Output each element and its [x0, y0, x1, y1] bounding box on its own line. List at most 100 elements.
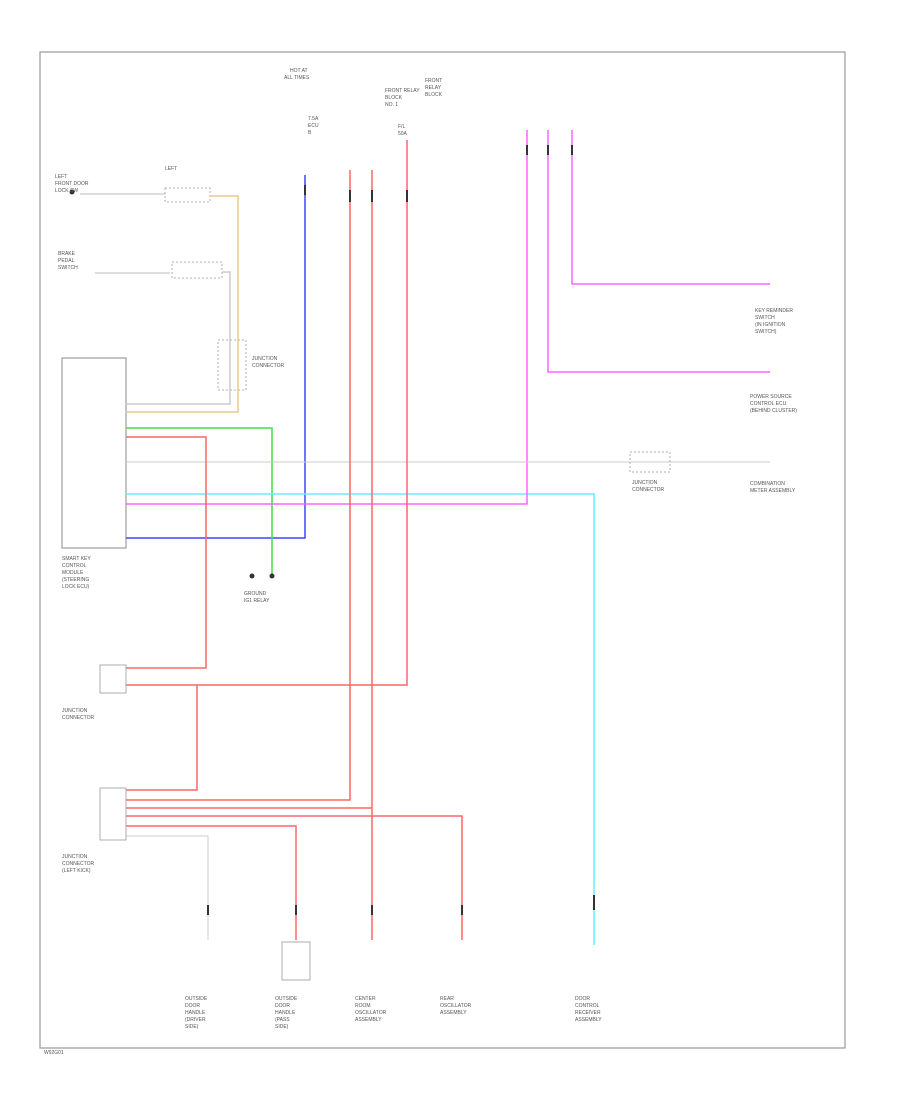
- ground-label-line-2: IG1 RELAY: [244, 598, 270, 604]
- wire-red-junction-link: [126, 685, 198, 791]
- junction-upper-label-line-1: JUNCTION: [252, 356, 278, 362]
- connector-ticks: [207, 145, 595, 915]
- wire-red-1: [126, 170, 351, 801]
- ground-point-1: [249, 573, 255, 579]
- bottom-3-line-1: CENTER: [355, 996, 376, 1002]
- bottom-2-line-2: DOOR: [275, 1003, 290, 1009]
- right-label-1-line-3: (IN IGNITION: [755, 322, 786, 328]
- bottom-5-line-4: ASSEMBLY: [575, 1017, 602, 1023]
- module-label-line-2: CONTROL: [62, 563, 87, 569]
- switch-2-connector: [171, 261, 223, 279]
- wires: [126, 130, 770, 945]
- wire-gray-bottom: [126, 835, 209, 940]
- junction-connector-1: [99, 664, 127, 694]
- right-label-3-line-2: METER ASSEMBLY: [750, 488, 796, 494]
- bottom-4-line-1: REAR: [440, 996, 454, 1002]
- fuse-label-fl-line-1: F/L: [398, 124, 405, 130]
- bottom-1-line-2: DOOR: [185, 1003, 200, 1009]
- switch-1-connector-title: LEFT: [165, 166, 177, 172]
- relay-label-1-line-1: FRONT RELAY: [385, 88, 420, 94]
- wire-red-f-l: [126, 140, 408, 686]
- mid-connector: [629, 451, 671, 473]
- relay-label-2-line-1: FRONT: [425, 78, 442, 84]
- switch-1-label-line-3: LOCK SW: [55, 188, 78, 194]
- top-fuse-labels: 7.5A ECU B FRONT RELAY BLOCK NO. 1 F/L 5…: [308, 78, 443, 137]
- junction-2-label-line-3: (LEFT KICK): [62, 868, 91, 874]
- right-component-labels: KEY REMINDER SWITCH (IN IGNITION SWITCH)…: [750, 308, 797, 494]
- junction-1-label-line-1: JUNCTION: [62, 708, 88, 714]
- bottom-2-line-4: (PASS: [275, 1017, 290, 1023]
- junction-upper-label-line-2: CONNECTOR: [252, 363, 285, 369]
- smart-key-module: [61, 357, 127, 549]
- wire-blue: [126, 175, 306, 539]
- bottom-3-line-2: ROOM: [355, 1003, 371, 1009]
- power-title-line-2: ALL TIMES: [284, 75, 310, 81]
- fuse-label-fl-line-2: 50A: [398, 131, 408, 137]
- switch-2-label-line-2: PEDAL: [58, 258, 75, 264]
- wire-gray-1: [126, 271, 231, 405]
- bottom-5-line-2: CONTROL: [575, 1003, 600, 1009]
- bottom-4-line-2: OSCILLATOR: [440, 1003, 472, 1009]
- module-label-line-5: LOCK ECU): [62, 584, 90, 590]
- bottom-2-line-3: HANDLE: [275, 1010, 296, 1016]
- left-switches: LEFT FRONT DOOR LOCK SW LEFT BRAKE PEDAL…: [55, 166, 223, 279]
- fuse-label-ecu-b-line-1: 7.5A: [308, 116, 319, 122]
- bottom-3-line-3: OSCILLATOR: [355, 1010, 387, 1016]
- switch-1-label-line-2: FRONT DOOR: [55, 181, 89, 187]
- switch-1-label-line-1: LEFT: [55, 174, 67, 180]
- right-label-3-line-1: COMBINATION: [750, 481, 785, 487]
- footer-code: W92G01: [44, 1050, 64, 1056]
- module-label-line-1: SMART KEY: [62, 556, 91, 562]
- switch-2-label-line-3: SWITCH: [58, 265, 78, 271]
- right-label-2-line-1: POWER SOURCE: [750, 394, 792, 400]
- junction-2-label-line-2: CONNECTOR: [62, 861, 95, 867]
- wire-cyan: [126, 493, 595, 945]
- wire-red-4: [126, 815, 463, 940]
- relay-label-2-line-2: RELAY: [425, 85, 442, 91]
- wire-pink-2: [547, 130, 770, 373]
- bottom-component-labels: OUTSIDE DOOR HANDLE (DRIVER SIDE) OUTSID…: [185, 941, 602, 1030]
- wire-tan: [126, 195, 239, 413]
- bottom-3-line-4: ASSEMBLY: [355, 1017, 382, 1023]
- ground-label-line-1: GROUND: [244, 591, 267, 597]
- bottom-component-box-2: [281, 941, 311, 981]
- module-label-line-3: MODULE: [62, 570, 84, 576]
- bottom-1-line-5: SIDE): [185, 1024, 199, 1030]
- wire-pink-main: [126, 130, 528, 505]
- relay-label-1-line-2: BLOCK: [385, 95, 403, 101]
- junction-2-label-line-1: JUNCTION: [62, 854, 88, 860]
- ground-point-2: [269, 573, 275, 579]
- wire-red-module: [126, 436, 207, 669]
- junction-connector-2: [99, 787, 127, 841]
- relay-label-2-line-3: BLOCK: [425, 92, 443, 98]
- junction-connector-upper: [217, 339, 247, 391]
- mid-connector-label-line-1: JUNCTION: [632, 480, 658, 486]
- right-label-1-line-4: SWITCH): [755, 329, 777, 335]
- bottom-5-line-3: RECEIVER: [575, 1010, 601, 1016]
- bottom-2-line-5: SIDE): [275, 1024, 289, 1030]
- junction-1-label-line-2: CONNECTOR: [62, 715, 95, 721]
- fuse-label-ecu-b-line-3: B: [308, 130, 312, 136]
- wire-pink-3: [571, 130, 770, 285]
- diagram-frame: [39, 51, 846, 1049]
- bottom-1-line-1: OUTSIDE: [185, 996, 208, 1002]
- ground-symbol-icon: [69, 189, 75, 195]
- module-label-line-4: (STEERING: [62, 577, 89, 583]
- fuse-label-ecu-b-line-2: ECU: [308, 123, 319, 129]
- relay-label-1-line-3: NO. 1: [385, 102, 398, 108]
- right-label-1-line-2: SWITCH: [755, 315, 775, 321]
- right-label-2-line-3: (BEHIND CLUSTER): [750, 408, 797, 414]
- wire-green: [126, 427, 273, 575]
- right-label-2-line-2: CONTROL ECU: [750, 401, 787, 407]
- wire-red-5: [126, 825, 297, 940]
- bottom-2-line-1: OUTSIDE: [275, 996, 298, 1002]
- bottom-4-line-3: ASSEMBLY: [440, 1010, 467, 1016]
- switch-1-connector: [164, 187, 211, 203]
- power-title-line-1: HOT AT: [290, 68, 308, 74]
- bottom-1-line-3: HANDLE: [185, 1010, 206, 1016]
- bottom-1-line-4: (DRIVER: [185, 1017, 206, 1023]
- module-label: SMART KEY CONTROL MODULE (STEERING LOCK …: [62, 556, 91, 590]
- right-label-1-line-1: KEY REMINDER: [755, 308, 793, 314]
- bottom-5-line-1: DOOR: [575, 996, 590, 1002]
